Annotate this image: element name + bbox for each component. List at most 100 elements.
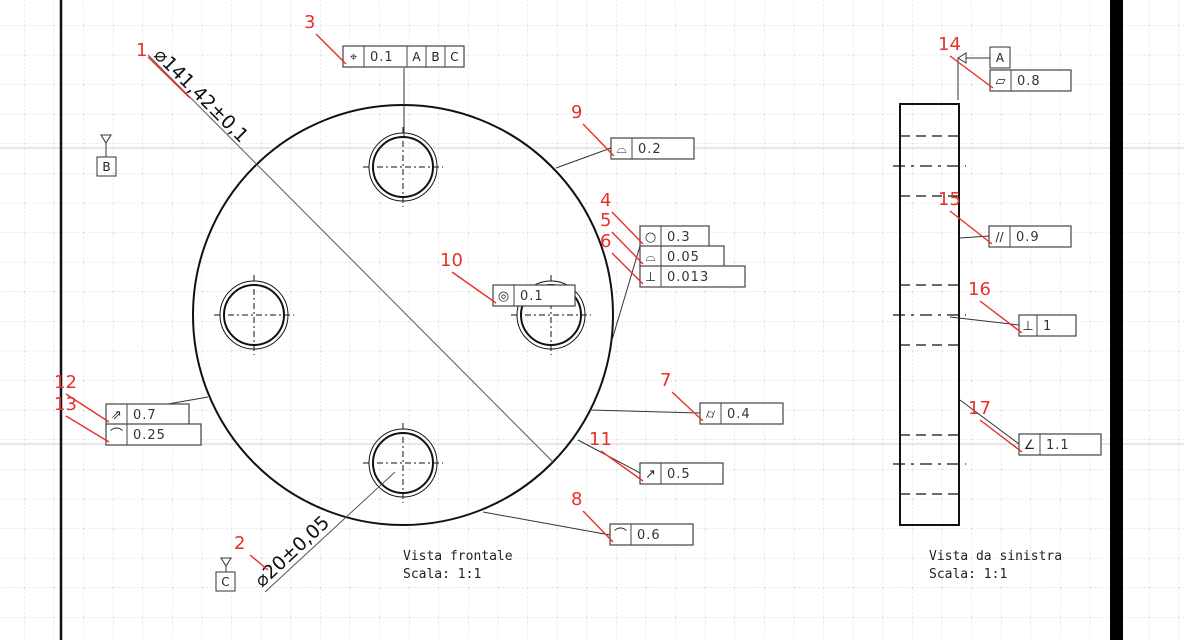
annotation-pointer (979, 419, 1023, 453)
left-view-scale: Scala: 1:1 (929, 567, 1007, 582)
tolerance-value: 0.6 (637, 528, 661, 543)
tolerance-value: 0.9 (1016, 230, 1040, 245)
feature-control-frame-14[interactable]: ▱ 0.8 (989, 69, 1072, 92)
feature-control-frame-7[interactable]: ⌭0.4 (699, 402, 784, 425)
annotation-number: 4 (600, 190, 611, 211)
feature-control-frame-6[interactable]: ⊥ 0.013 (639, 265, 746, 288)
hole-dimension-line (264, 471, 396, 593)
feature-control-frame-10[interactable]: ◎ 0.1 (492, 284, 576, 307)
bolt-hole-left[interactable] (214, 275, 294, 355)
datum-reference: B (431, 50, 439, 64)
annotation-pointer (611, 252, 644, 285)
tolerance-value: 0.2 (638, 142, 662, 157)
sheet-border-right (1110, 0, 1123, 640)
tolerance-value: 0.05 (667, 250, 700, 265)
annotation-pointer (979, 300, 1023, 334)
feature-control-frame-16[interactable]: ⊥1 (1018, 314, 1077, 337)
annotation-pointer (582, 123, 615, 157)
front-view[interactable] (147, 54, 614, 593)
annotation-number: 1 (136, 40, 147, 61)
perpendicularity-icon: ⊥ (645, 270, 656, 285)
outer-circle[interactable] (192, 104, 614, 526)
annotation-pointer (611, 231, 644, 265)
feature-control-frame-13[interactable]: ⌒ 0.25 (105, 423, 202, 446)
leader-line (959, 399, 1020, 445)
annotation-number: 10 (440, 250, 463, 271)
annotation-number: 5 (600, 210, 611, 231)
annotation-pointer (949, 55, 994, 89)
annotation-number: 6 (600, 231, 611, 252)
feature-control-frame-15[interactable]: // 0.9 (988, 225, 1072, 248)
tolerance-value: 1 (1043, 319, 1052, 334)
angularity-icon: ∠ (1024, 438, 1036, 453)
annotation-number: 11 (589, 429, 612, 450)
annotation-pointer (65, 415, 110, 443)
side-view[interactable] (893, 103, 966, 526)
annotation-pointer (582, 510, 614, 543)
datum-reference: C (450, 50, 458, 64)
tolerance-value: 0.8 (1017, 74, 1041, 89)
concentricity-icon: ◎ (498, 289, 509, 304)
datum-C[interactable]: C (215, 557, 236, 592)
feature-control-frame-5[interactable]: ⌓ 0.05 (639, 245, 725, 268)
annotation-number: 3 (304, 12, 315, 33)
datum-A[interactable]: A (957, 46, 1011, 100)
annotation-number: 2 (234, 533, 245, 554)
tolerance-value: 0.5 (667, 467, 691, 482)
feature-control-frame-12[interactable]: ⇗ 0.7 (105, 403, 190, 426)
total-runout-icon: ⇗ (111, 408, 122, 423)
line-profile-icon: ⌒ (110, 428, 123, 443)
circularity-icon: ○ (645, 230, 656, 245)
leader-line (949, 316, 1020, 326)
feature-control-frame-17[interactable]: ∠1.1 (1018, 433, 1102, 456)
datum-label: B (102, 160, 110, 174)
feature-control-frame-11[interactable]: ↗ 0.5 (639, 462, 724, 485)
bolt-hole-top[interactable] (363, 127, 443, 207)
bolt-hole-bottom[interactable] (363, 423, 443, 503)
annotation-pointer (65, 393, 110, 423)
flatness-icon: ▱ (996, 74, 1006, 89)
surface-profile-icon: ⌓ (616, 142, 626, 157)
parallelism-icon: // (995, 230, 1004, 244)
annotation-number: 8 (571, 489, 582, 510)
feature-control-frame-9[interactable]: ⌓ 0.2 (610, 137, 695, 160)
circular-runout-icon: ↗ (645, 467, 656, 482)
annotation-pointer (249, 554, 269, 571)
feature-control-frame-4[interactable]: ○ 0.3 (639, 225, 710, 248)
annotation-number: 13 (54, 394, 77, 415)
annotation-pointer (315, 33, 347, 65)
tolerance-value: 0.25 (133, 428, 166, 443)
tolerance-value: 0.7 (133, 408, 157, 423)
feature-control-frame-8[interactable]: ⌒0.6 (609, 523, 694, 546)
annotation-pointer (451, 271, 497, 304)
tolerance-value: 0.013 (667, 270, 709, 285)
annotation-number: 15 (938, 189, 961, 210)
datum-reference: A (412, 50, 421, 64)
tolerance-value: 0.1 (520, 289, 544, 304)
annotation-pointer (671, 391, 704, 422)
datum-B[interactable]: B (96, 134, 117, 177)
left-view-title: Vista da sinistra (929, 549, 1062, 564)
annotation-pointer (600, 450, 644, 482)
front-view-title: Vista frontale (403, 549, 513, 564)
annotation-number: 12 (54, 372, 77, 393)
leader-line (611, 245, 641, 341)
cylindricity-icon: ⌭ (706, 407, 716, 422)
position-icon: ⌖ (350, 50, 358, 65)
tolerance-value: 0.3 (667, 230, 691, 245)
annotation-number: 14 (938, 34, 961, 55)
datum-label: C (221, 575, 229, 589)
diameter-dimension-line (147, 54, 554, 463)
surface-profile-icon: ⌓ (645, 250, 655, 265)
leader-line (167, 396, 209, 405)
annotation-pointer (147, 56, 191, 99)
front-view-scale: Scala: 1:1 (403, 567, 481, 582)
perpendicularity-icon: ⊥ (1022, 319, 1033, 334)
annotation-number: 17 (968, 398, 991, 419)
annotation-number: 7 (660, 370, 671, 391)
annotation-pointer (949, 210, 993, 245)
tolerance-value: 0.1 (370, 50, 394, 65)
